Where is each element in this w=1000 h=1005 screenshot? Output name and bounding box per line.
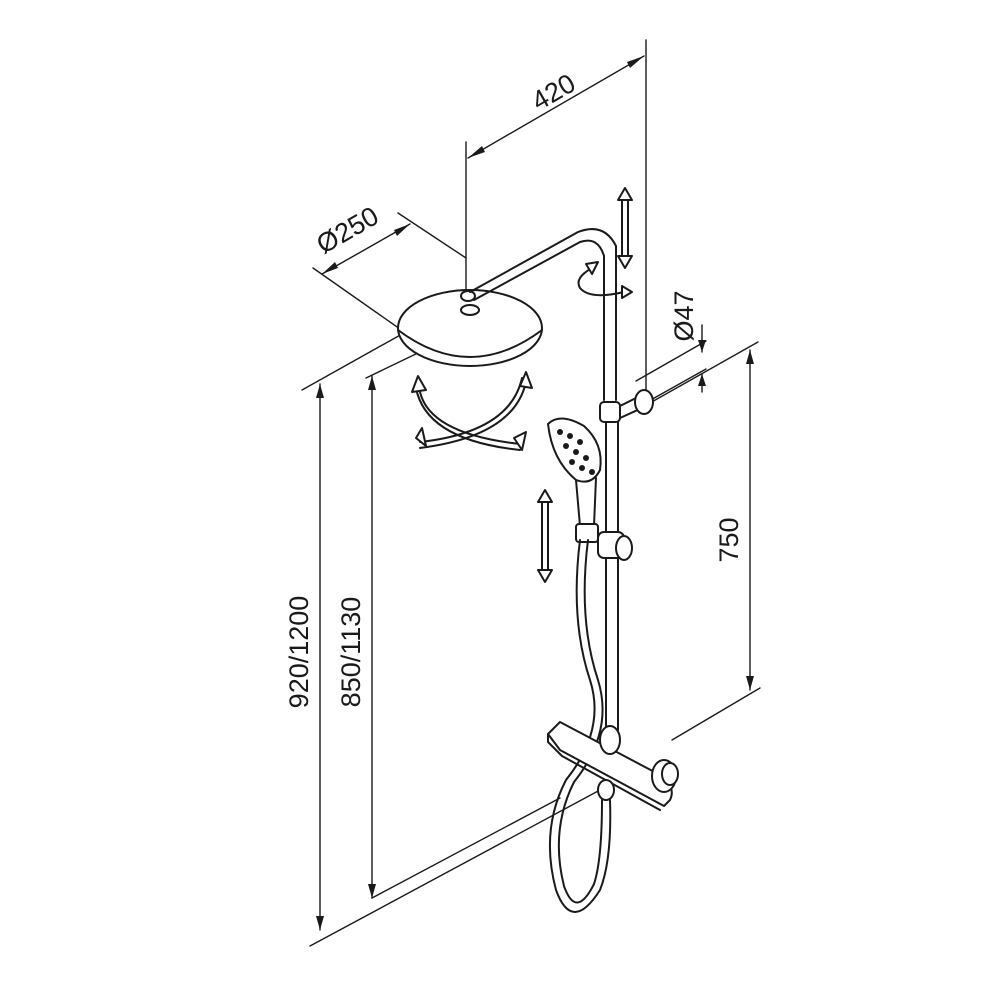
nozzle <box>573 449 579 455</box>
hand-shower-handle <box>575 477 597 527</box>
bar-height-label: 750 <box>714 517 744 562</box>
tilt-tip <box>519 371 533 389</box>
head-plate <box>397 289 543 367</box>
arm-length-label: 420 <box>526 68 580 117</box>
arrowhead <box>698 340 706 352</box>
nozzle <box>557 429 563 435</box>
arrowhead <box>368 884 376 898</box>
arrow-tip-up <box>537 489 553 503</box>
extension-line <box>371 797 561 899</box>
nozzle <box>567 433 573 439</box>
slider-knob <box>615 535 633 561</box>
arrow-tip-down <box>617 255 633 269</box>
hose-outer <box>548 539 612 913</box>
thermostatic-mixer <box>547 721 679 811</box>
head-ball <box>460 290 476 302</box>
nozzle <box>569 459 575 465</box>
arrowhead <box>746 676 754 690</box>
wall-bracket <box>599 389 654 423</box>
dimension-head-height: 850/1130 <box>336 351 561 899</box>
extension-line <box>312 267 411 337</box>
arrowhead <box>316 384 324 398</box>
arrowhead <box>394 224 410 236</box>
vertical-bar <box>603 255 619 731</box>
double-arrow-vertical-icon <box>617 187 633 269</box>
arrowhead <box>468 146 485 158</box>
dimension-bar-diameter: Ø47 <box>635 290 707 407</box>
bracket-collar <box>599 401 621 423</box>
extension-line <box>309 789 601 947</box>
arrowhead <box>627 56 644 68</box>
rotate-tip <box>585 261 599 275</box>
arrow-shaft <box>541 499 549 573</box>
bracket-wall-plate <box>634 389 654 415</box>
nozzle <box>577 439 583 445</box>
bar-connector <box>599 725 621 755</box>
arrowhead <box>316 916 324 930</box>
dimension-total-height: 920/1200 <box>284 295 601 947</box>
nozzle <box>583 455 589 461</box>
tilt-arc-2 <box>419 377 527 449</box>
arrowhead <box>322 262 338 274</box>
arrowhead <box>746 350 754 364</box>
extension-line <box>365 351 421 379</box>
arrow-tip-up <box>617 187 633 201</box>
extension-line <box>671 687 761 741</box>
arrowhead <box>698 374 706 386</box>
tilt-tip <box>513 431 527 451</box>
hand-shower <box>547 417 633 561</box>
head-height-label: 850/1130 <box>336 597 366 708</box>
dimension-line <box>467 55 645 159</box>
tilt-tip <box>415 427 427 447</box>
tilt-tip <box>411 375 427 393</box>
spray-nozzles <box>557 429 595 475</box>
mixer-knob-face <box>661 762 679 786</box>
extension-line <box>635 340 707 382</box>
arm-top-edge <box>469 228 617 293</box>
nozzle <box>589 469 595 475</box>
double-arrow-slide-icon <box>537 489 553 583</box>
dimension-bar-height: 750 <box>633 341 761 741</box>
shower-hose <box>548 539 612 913</box>
bar-diameter-label: Ø47 <box>669 290 699 341</box>
head-underside <box>397 329 543 358</box>
tilt-cross-arrows-icon <box>411 371 533 451</box>
total-height-label: 920/1200 <box>284 596 314 709</box>
head-joint <box>460 304 480 316</box>
arrow-tip-down <box>537 569 553 583</box>
nozzle <box>579 465 585 471</box>
extension-line <box>397 212 467 259</box>
arrowhead <box>368 376 376 390</box>
nozzle <box>563 443 569 449</box>
head-diameter-label: Ø250 <box>311 201 383 260</box>
rotate-arrow-icon <box>577 261 633 299</box>
rotate-path <box>577 267 625 297</box>
hose-inner <box>557 539 604 904</box>
hose-outlet <box>597 779 615 801</box>
tilt-arc-1 <box>415 387 521 451</box>
extension-line <box>633 341 759 413</box>
arrow-shaft <box>621 197 629 259</box>
rotate-tip-end <box>621 285 633 299</box>
rain-shower-head <box>397 289 543 367</box>
